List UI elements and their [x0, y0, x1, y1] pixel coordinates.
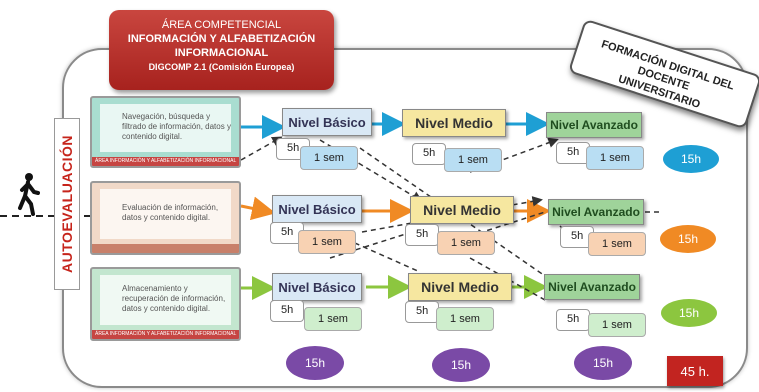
row2-arrow-a [240, 196, 276, 221]
row2-medio-hours: 5h [405, 224, 439, 246]
title-box: ÁREA COMPETENCIAL INFORMACIÓN Y ALFABETI… [109, 10, 334, 90]
row2-nivel-avanzado: Nivel Avanzado [548, 199, 644, 225]
competence-text-1: Navegación, búsqueda y filtrado de infor… [122, 112, 231, 141]
card-panel [100, 189, 231, 239]
row3-nivel-basico: Nivel Básico [272, 273, 362, 301]
row1-medio-week: 1 sem [444, 148, 502, 172]
autoevaluacion-label: AUTOEVALUACIÓN [54, 118, 80, 290]
row1-nivel-medio: Nivel Medio [402, 109, 506, 137]
row3-avanzado-week: 1 sem [588, 313, 646, 337]
row3-total: 15h [661, 299, 717, 327]
row2-total: 15h [660, 225, 716, 253]
title-line-1: ÁREA COMPETENCIAL [161, 19, 282, 31]
competence-card-2: Evaluación de información, datos y conte… [90, 181, 241, 255]
competence-footer-3: ÁREA INFORMACIÓN Y ALFABETIZACIÓN INFORM… [92, 330, 239, 339]
row2-basic-hours: 5h [270, 222, 304, 244]
title-line-4: DIGCOMP 2.1 (Comisión Europea) [148, 62, 295, 72]
row2-basic-week: 1 sem [298, 230, 356, 254]
column-total-basico: 15h [286, 346, 344, 380]
row1-nivel-basico: Nivel Básico [282, 108, 372, 136]
walking-person-icon [18, 173, 40, 216]
competence-text-2: Evaluación de información, datos y conte… [122, 203, 219, 222]
competence-text-3: Almacenamiento y recuperación de informa… [122, 284, 226, 313]
row3-basic-hours: 5h [270, 300, 304, 322]
row1-avanzado-week: 1 sem [586, 146, 644, 170]
row3-medio-hours: 5h [405, 301, 439, 323]
row3-medio-week: 1 sem [436, 307, 494, 331]
row2-medio-week: 1 sem [437, 231, 495, 255]
row1-avanzado-hours: 5h [556, 142, 590, 164]
row2-nivel-medio: Nivel Medio [410, 196, 514, 224]
competence-card-3: Almacenamiento y recuperación de informa… [90, 267, 241, 341]
card-panel [100, 104, 231, 152]
row3-avanzado-hours: 5h [556, 309, 590, 331]
competence-footer-1: ÁREA INFORMACIÓN Y ALFABETIZACIÓN INFORM… [92, 157, 239, 166]
competence-footer-2 [92, 244, 239, 253]
row3-nivel-avanzado: Nivel Avanzado [544, 274, 640, 300]
row1-basic-week: 1 sem [300, 146, 358, 170]
row2-nivel-basico: Nivel Básico [272, 195, 362, 223]
competence-card-1: Navegación, búsqueda y filtrado de infor… [90, 96, 241, 168]
row3-basic-week: 1 sem [304, 307, 362, 331]
row2-avanzado-hours: 5h [560, 226, 594, 248]
autoevaluacion-text: AUTOEVALUACIÓN [59, 135, 75, 273]
title-line-3: INFORMACIONAL [174, 47, 269, 59]
column-total-avanzado: 15h [574, 346, 632, 380]
grand-total: 45 h. [667, 356, 723, 386]
column-total-medio: 15h [432, 348, 490, 382]
row1-medio-hours: 5h [412, 143, 446, 165]
row1-total: 15h [663, 145, 719, 173]
row2-avanzado-week: 1 sem [588, 232, 646, 256]
row3-nivel-medio: Nivel Medio [408, 273, 512, 301]
title-line-2: INFORMACIÓN Y ALFABETIZACIÓN [127, 33, 316, 45]
row1-nivel-avanzado: Nivel Avanzado [546, 112, 642, 138]
card-panel [100, 275, 231, 325]
